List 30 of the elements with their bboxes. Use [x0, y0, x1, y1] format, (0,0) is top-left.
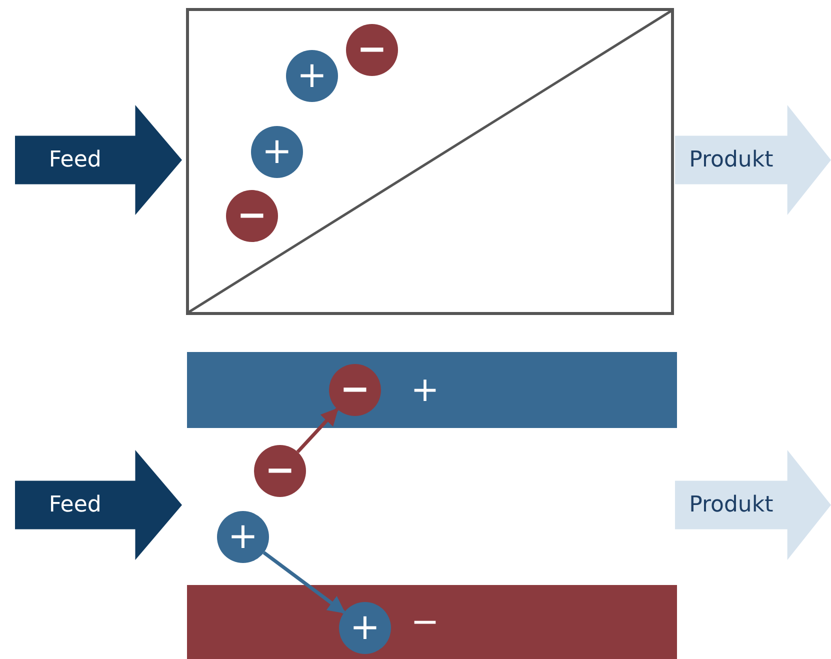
- ion-circle: [339, 602, 391, 654]
- charge-sign: −: [340, 372, 370, 408]
- charge-sign: −: [236, 198, 268, 234]
- charge-sign: +: [350, 610, 380, 646]
- polarity-sign: +: [410, 373, 440, 407]
- charge-sign: −: [264, 453, 296, 489]
- ion-circle: [346, 24, 398, 76]
- charge-sign: +: [296, 58, 328, 94]
- electrode-plate: [187, 352, 677, 428]
- arrow-label: Produkt: [688, 492, 774, 518]
- arrow: [262, 551, 346, 614]
- charge-sign: +: [228, 519, 258, 555]
- ion-circle: [329, 364, 381, 416]
- polarity-sign: −: [410, 605, 440, 639]
- charge-sign: −: [356, 32, 388, 68]
- ion-circle: [217, 511, 269, 563]
- electrode-plate: [187, 585, 677, 659]
- arrow-label: Feed: [48, 148, 102, 172]
- block-arrow: [675, 450, 831, 560]
- ion-circle: [251, 126, 303, 178]
- arrow: [296, 408, 339, 454]
- charge-sign: +: [262, 134, 292, 170]
- arrow-label: Produkt: [688, 148, 774, 172]
- ion-circle: [286, 50, 338, 102]
- arrow-label: Feed: [48, 492, 102, 518]
- ion-circle: [226, 190, 278, 242]
- block-arrow: [675, 105, 831, 215]
- block-arrow: [15, 450, 182, 560]
- block-arrow: [15, 105, 182, 215]
- ion-circle: [254, 445, 306, 497]
